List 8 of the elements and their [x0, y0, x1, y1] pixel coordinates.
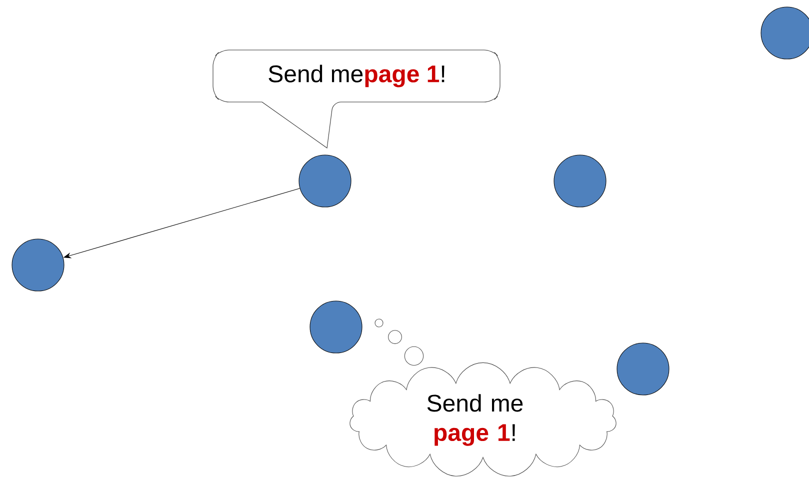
speech-bubble: Send mepage 1!	[212, 50, 500, 148]
circle	[554, 154, 606, 208]
circle	[760, 6, 809, 60]
circle	[616, 342, 670, 396]
circle	[298, 154, 352, 208]
thought-cloud: Send me page 1!	[350, 318, 616, 476]
circle	[12, 238, 64, 292]
circle	[310, 300, 362, 354]
